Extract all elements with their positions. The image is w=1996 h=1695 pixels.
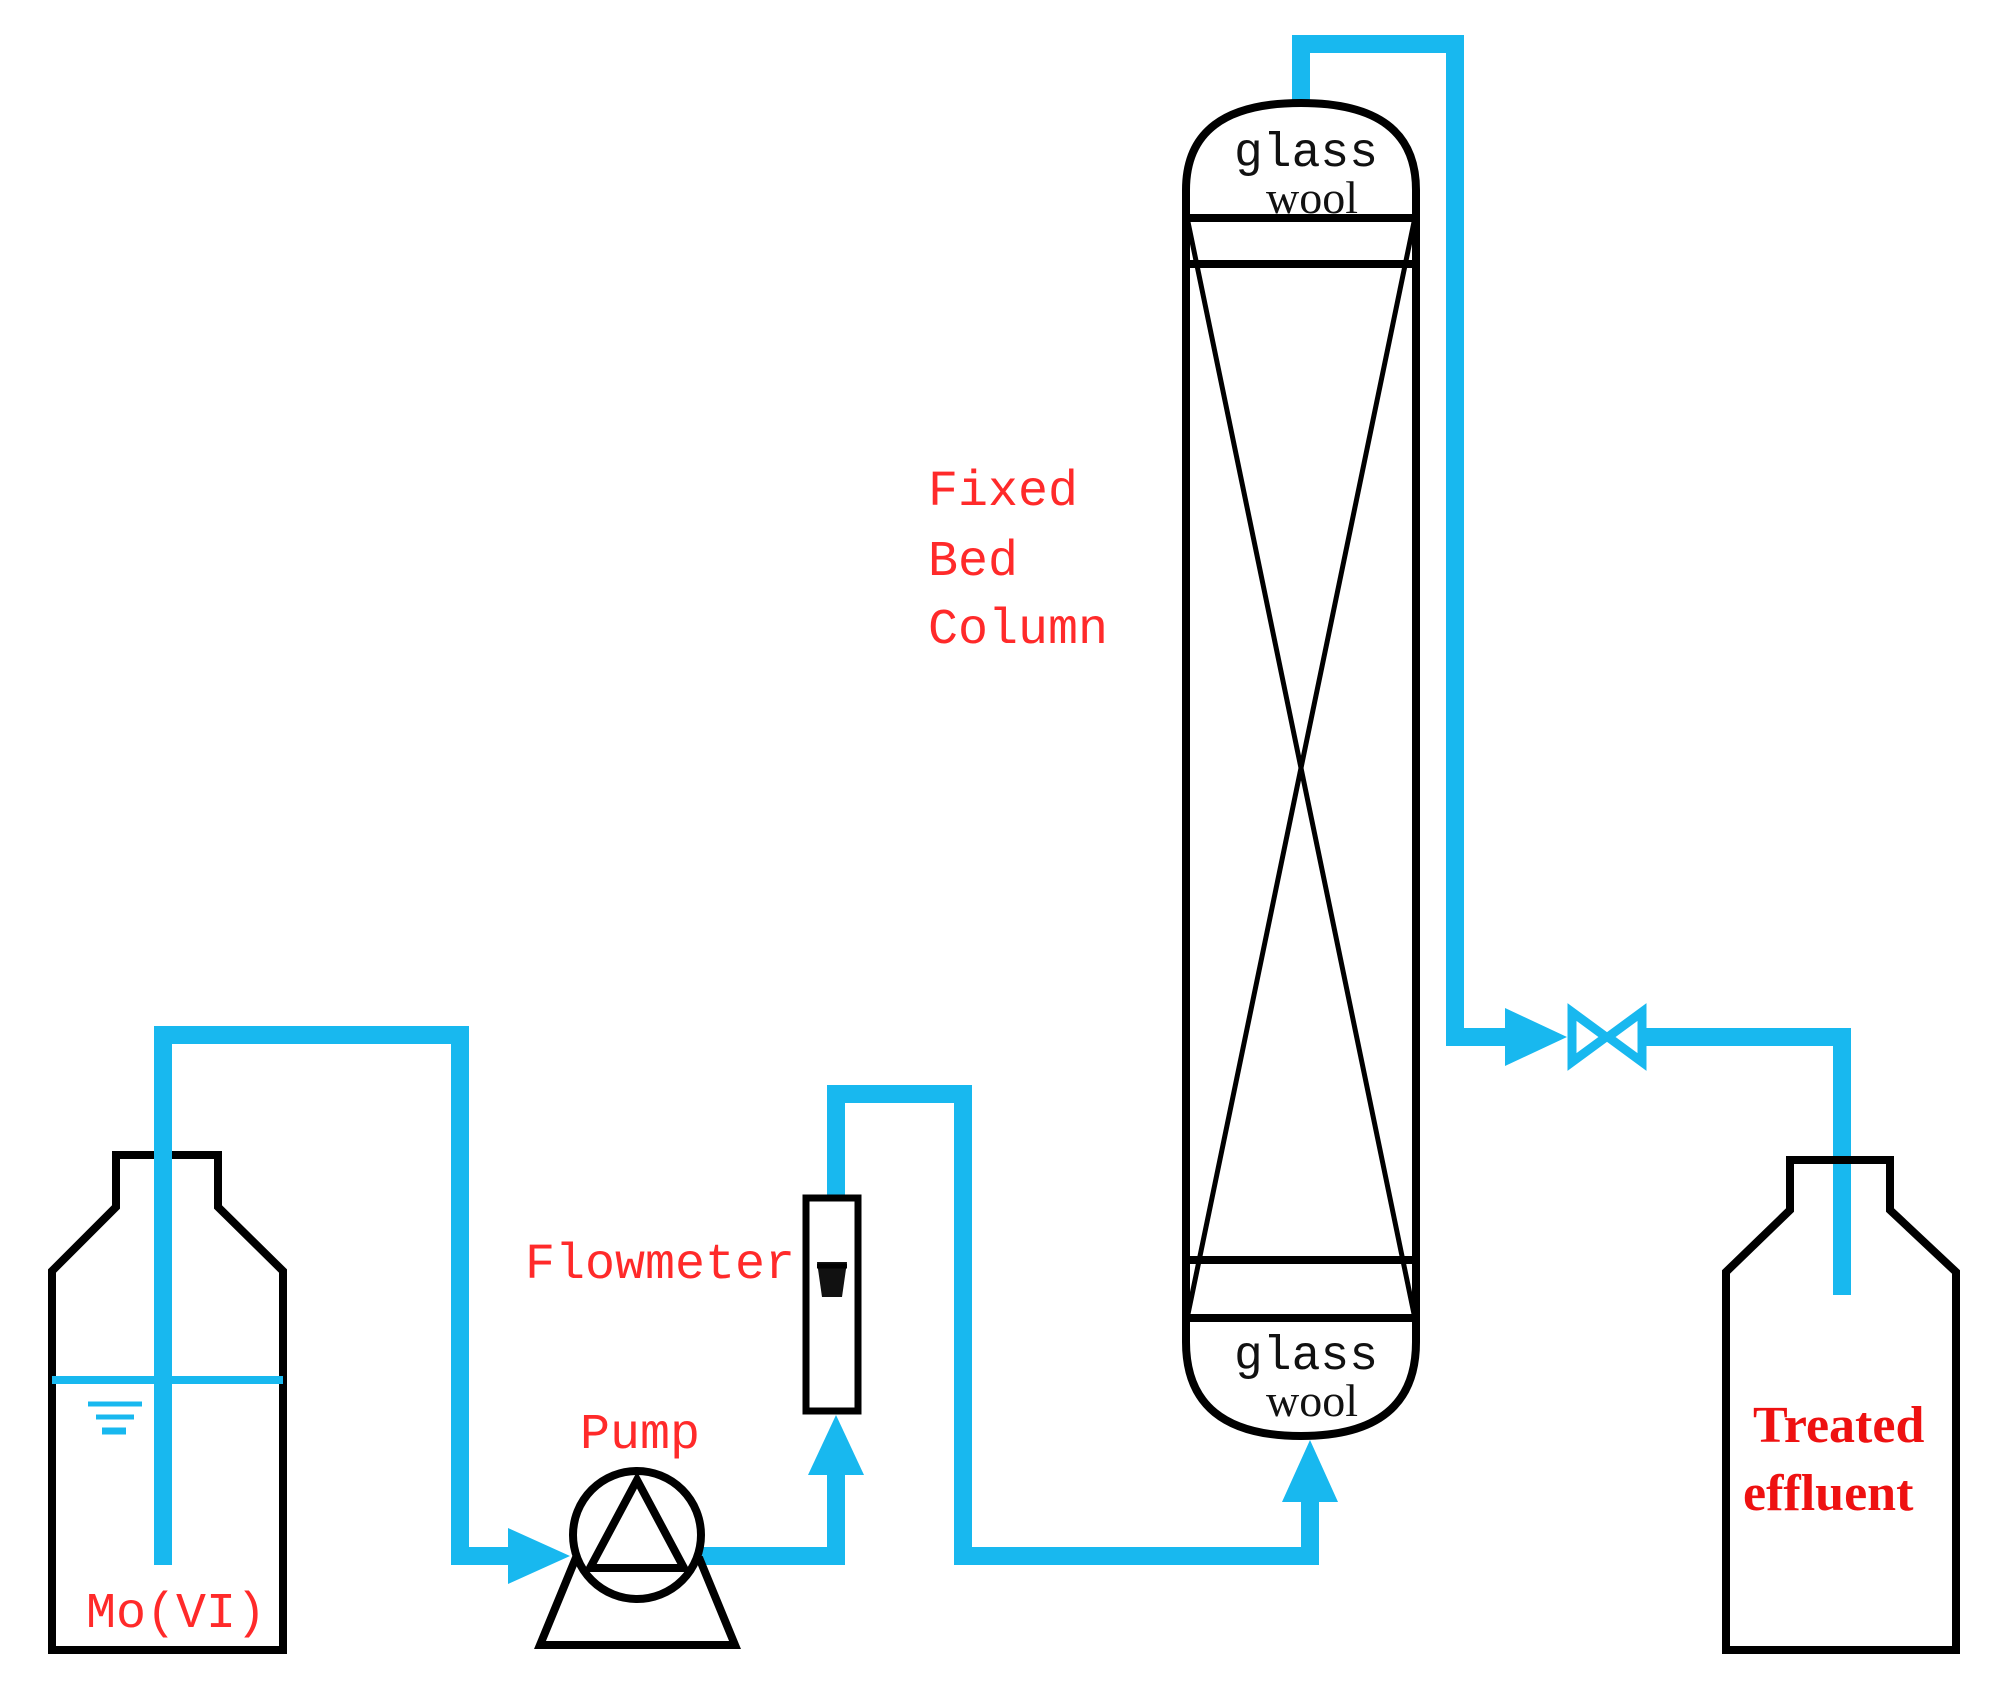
arrow-into-pump	[508, 1528, 570, 1584]
column-label-line2: Bed	[928, 534, 1018, 591]
flowmeter-label: Flowmeter	[525, 1237, 795, 1294]
column-label-line1: Fixed	[928, 464, 1078, 521]
bottom-packing-label-line2: wool	[1266, 1375, 1358, 1426]
effluent-label-line1: Treated	[1753, 1397, 1924, 1454]
water-level-icon	[88, 1401, 142, 1435]
arrow-into-valve	[1505, 1008, 1567, 1066]
pipe-flowmeter-to-column	[827, 1085, 1319, 1565]
effluent-label-line2: effluent	[1743, 1465, 1914, 1522]
top-packing-label-line1: glass	[1234, 127, 1378, 181]
flowmeter-float	[817, 1262, 847, 1297]
feed-label: Mo(VI)	[86, 1586, 266, 1643]
pipe-feed-to-pump	[154, 1026, 528, 1565]
bottom-packing-label-line1: glass	[1234, 1330, 1378, 1384]
pump-label: Pump	[580, 1407, 700, 1464]
column-label-line3: Column	[928, 602, 1108, 659]
top-packing-label-line2: wool	[1266, 172, 1358, 223]
arrow-into-column	[1282, 1440, 1338, 1502]
pipe-pump-to-flowmeter	[700, 1455, 845, 1565]
fixed-bed-column	[1182, 98, 1420, 1441]
effluent-bottle	[1722, 1156, 1960, 1654]
arrow-into-flowmeter	[808, 1415, 864, 1475]
pipe-column-to-valve	[1292, 35, 1520, 1046]
flowmeter-icon[interactable]	[802, 1194, 862, 1415]
pipe-valve-to-effluent	[1642, 1028, 1851, 1295]
pump-icon[interactable]	[534, 1467, 741, 1649]
feed-bottle	[48, 1035, 287, 1654]
valve-icon[interactable]	[1567, 1003, 1647, 1071]
